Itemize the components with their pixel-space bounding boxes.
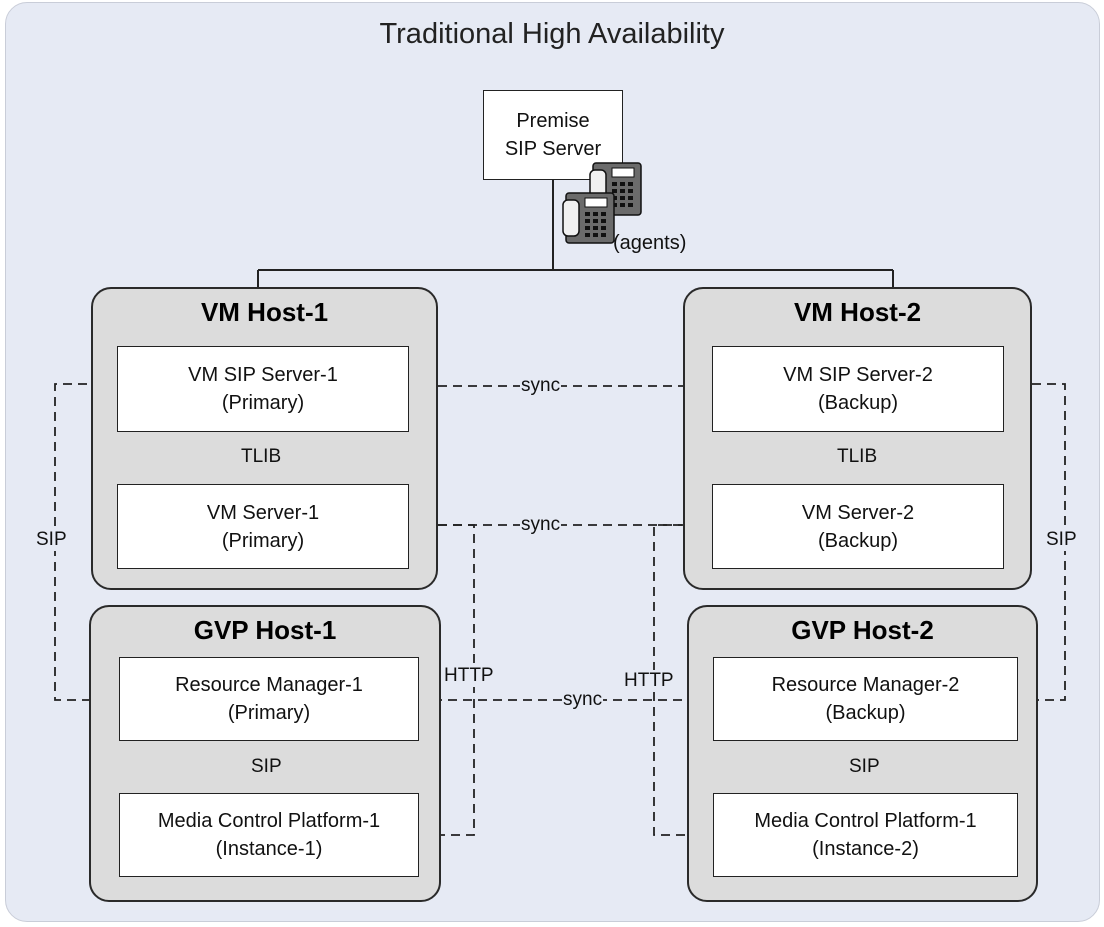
http-label-left: HTTP bbox=[443, 665, 495, 687]
resource-manager-2: Resource Manager-2 (Backup) bbox=[713, 657, 1018, 741]
media-control-platform-1-name: Media Control Platform-1 bbox=[157, 810, 381, 832]
sync-label-vm-sip: sync bbox=[520, 375, 562, 397]
http-left-dashed-line bbox=[408, 524, 475, 836]
vm-server-1: VM Server-1 (Primary) bbox=[117, 484, 409, 569]
vm-sip-server-1-name: VM SIP Server-1 bbox=[188, 364, 338, 386]
resource-manager-2-name: Resource Manager-2 bbox=[771, 674, 960, 696]
media-control-platform-1: Media Control Platform-1 (Instance-1) bbox=[119, 793, 419, 877]
media-control-platform-2-role: (Instance-2) bbox=[812, 838, 919, 860]
resource-manager-1-name: Resource Manager-1 bbox=[175, 674, 363, 696]
vm-sip-server-1: VM SIP Server-1 (Primary) bbox=[117, 346, 409, 432]
premise-sip-server: Premise SIP Server bbox=[483, 90, 623, 180]
sync-label-vm-server: sync bbox=[520, 514, 562, 536]
resource-manager-1-role: (Primary) bbox=[227, 702, 311, 724]
vm-sip-server-2: VM SIP Server-2 (Backup) bbox=[712, 346, 1004, 432]
resource-manager-2-role: (Backup) bbox=[825, 702, 906, 724]
phone-front-icon bbox=[562, 192, 615, 244]
sip-left-dashed-line bbox=[54, 383, 120, 701]
vm-server-2-role: (Backup) bbox=[817, 529, 899, 552]
vm-sip-server-1-role: (Primary) bbox=[221, 392, 305, 414]
sip-label-gvp-2: SIP bbox=[848, 756, 881, 778]
sip-label-gvp-1: SIP bbox=[250, 756, 283, 778]
agents-label: (agents) bbox=[613, 232, 687, 254]
vm-server-2-name: VM Server-2 bbox=[801, 501, 915, 524]
diagram-title: Traditional High Availability bbox=[379, 18, 725, 50]
vm-sip-server-2-name: VM SIP Server-2 bbox=[783, 364, 933, 386]
media-control-platform-2: Media Control Platform-1 (Instance-2) bbox=[713, 793, 1018, 877]
sip-label-left: SIP bbox=[35, 529, 68, 551]
sip-label-right: SIP bbox=[1045, 529, 1078, 551]
vm-server-2: VM Server-2 (Backup) bbox=[712, 484, 1004, 569]
vm-host-1-title: VM Host-1 bbox=[200, 297, 329, 327]
vm-sip-server-2-role: (Backup) bbox=[817, 392, 899, 414]
http-label-right: HTTP bbox=[623, 670, 675, 692]
gvp-host-2-title: GVP Host-2 bbox=[791, 615, 934, 645]
sync-label-resource-manager: sync bbox=[562, 689, 604, 711]
media-control-platform-1-role: (Instance-1) bbox=[215, 838, 323, 860]
sip-right-dashed-line bbox=[1017, 383, 1066, 701]
vm-server-1-role: (Primary) bbox=[221, 529, 305, 552]
gvp-host-1-title: GVP Host-1 bbox=[193, 615, 337, 645]
vm-host-2-title: VM Host-2 bbox=[793, 297, 922, 327]
tlib-label-1: TLIB bbox=[240, 446, 283, 468]
media-control-platform-2-name: Media Control Platform-1 bbox=[754, 810, 977, 832]
resource-manager-1: Resource Manager-1 (Primary) bbox=[119, 657, 419, 741]
agent-phones-icon bbox=[562, 162, 642, 244]
premise-line2: SIP Server bbox=[504, 138, 602, 160]
premise-line1: Premise bbox=[516, 110, 590, 132]
vm-server-1-name: VM Server-1 bbox=[206, 501, 320, 524]
tlib-label-2: TLIB bbox=[836, 446, 879, 468]
